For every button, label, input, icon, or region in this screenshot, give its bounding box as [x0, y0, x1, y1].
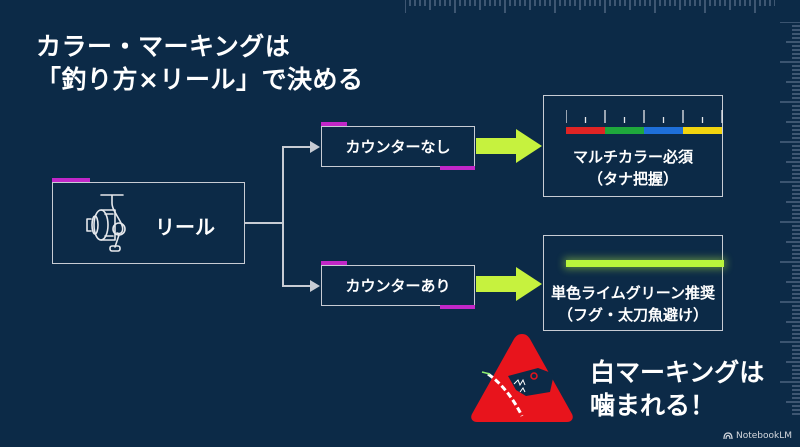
lime-arrow-shape [476, 267, 542, 301]
lime-arrow-branch-1 [476, 129, 542, 163]
connector-root-horizontal [245, 222, 283, 224]
branch-1-accent-tab-top [321, 122, 347, 126]
spinning-reel-icon [86, 194, 126, 252]
color-segment [644, 127, 683, 134]
notebooklm-watermark: NotebookLM [723, 431, 792, 441]
branch-node-with-counter: カウンターあり [321, 265, 475, 306]
color-segment [566, 127, 605, 134]
ruler-right-decoration [780, 22, 800, 415]
arrowhead-branch-1 [310, 141, 320, 153]
root-node-reel: リール [52, 182, 245, 264]
branch-1-label: カウンターなし [345, 138, 451, 156]
fish-bite-warning-icon [471, 334, 573, 422]
connector-vertical [282, 146, 284, 286]
arrowhead-branch-2 [310, 280, 320, 292]
lime-arrow-branch-2 [476, 267, 542, 301]
result-node-lime: 単色ライムグリーン推奨 （フグ・太刀魚避け） [543, 235, 724, 331]
branch-2-label: カウンターあり [345, 277, 451, 295]
title-line-2: 「釣り方×リール」で決める [36, 65, 364, 94]
result-2-line-2: （フグ・太刀魚避け） [557, 306, 708, 324]
color-segment [683, 127, 722, 134]
branch-2-accent-tab-top [321, 261, 347, 265]
connector-to-branch-2 [282, 285, 312, 287]
root-accent-tab [52, 178, 90, 182]
warning-line-2: 噛まれる！ [590, 391, 716, 420]
result-1-line-2: （タナ把握） [587, 170, 678, 188]
warning-text: 白マーキングは 噛まれる！ [590, 356, 764, 422]
warning-line-1: 白マーキングは [590, 358, 765, 387]
result-1-line-1: マルチカラー必須 [572, 148, 693, 166]
branch-node-no-counter: カウンターなし [321, 126, 475, 167]
ruler-top-decoration [405, 0, 775, 13]
result-2-line-1: 単色ライムグリーン推奨 [551, 284, 715, 302]
title-line-1: カラー・マーキングは [36, 32, 291, 61]
connector-to-branch-1 [282, 146, 312, 148]
lime-arrow-shape [476, 129, 542, 163]
color-segment [605, 127, 644, 134]
lime-line-swatch [566, 260, 724, 267]
multicolor-line-swatch [566, 110, 723, 134]
branch-1-accent-tab-bottom [440, 166, 475, 170]
root-node-label: リール [155, 215, 215, 239]
branch-2-accent-tab-bottom [440, 305, 475, 309]
notebooklm-logo-icon [723, 432, 733, 440]
result-node-multicolor: マルチカラー必須 （タナ把握） [543, 95, 723, 197]
watermark-text: NotebookLM [735, 431, 792, 441]
slide-title: カラー・マーキングは 「釣り方×リール」で決める [36, 30, 363, 96]
